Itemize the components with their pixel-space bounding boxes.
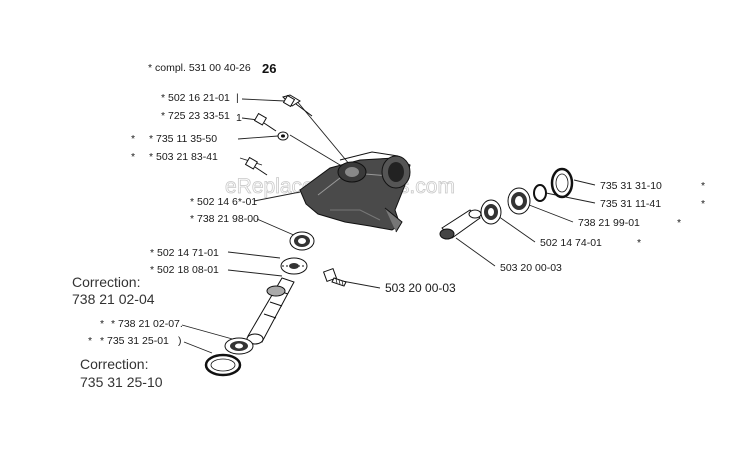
circlip-735-31-25-01 <box>204 353 242 377</box>
part-number: * 502 16 21-01 <box>161 92 230 104</box>
correction-1: Correction: 738 21 02-04 <box>72 274 155 307</box>
label-725-23-33-51: * 725 23 33-51 1 <box>161 110 242 124</box>
part-number: * 502 18 08-01 <box>150 264 219 276</box>
label-738-21-98-00: * 738 21 98-00 <box>190 213 259 225</box>
shaft-502-18-08-01 <box>246 277 295 345</box>
correction-heading: Correction: <box>72 274 140 290</box>
label-502-18-08-01: * 502 18 08-01 <box>150 264 219 276</box>
part-number: * 735 31 25-01 <box>100 335 169 347</box>
washer-735-11-35-50 <box>277 131 289 141</box>
part-number: * 503 21 83-41 <box>149 151 218 163</box>
part-suffix: * <box>701 198 705 210</box>
label-738-21-02-07: * * 738 21 02-07. <box>100 318 183 330</box>
part-suffix: * <box>677 217 681 229</box>
part-prefix: * <box>131 151 135 163</box>
part-prefix: * <box>100 318 104 330</box>
part-number: * 735 11 35-50 <box>149 133 217 145</box>
screw-503-20-00-03 <box>322 267 347 287</box>
correction-value: 735 31 25-10 <box>80 374 163 390</box>
bearing-738-21-99-01 <box>507 187 531 215</box>
label-503-21-83-41: * * 503 21 83-41 <box>131 151 218 163</box>
bearing-502-14-74-01 <box>480 199 502 225</box>
label-502-14-74-01: 502 14 74-01 * <box>540 237 641 249</box>
correction-heading: Correction: <box>80 356 148 372</box>
spindle-503-20-00-03 <box>439 209 482 240</box>
part-number: 735 31 31-10 <box>600 180 662 192</box>
screw-503-21-83-41 <box>244 156 268 176</box>
part-number: 503 20 00-03 <box>500 262 562 274</box>
screw-725-23-33-51 <box>253 112 277 132</box>
label-502-16-21-01: * 502 16 21-01 | <box>161 92 239 104</box>
label-502-14-6x-01: * 502 14 6*-01 <box>190 196 257 208</box>
part-number: * 738 21 98-00 <box>190 213 259 225</box>
label-503-20-00-03-upper: 503 20 00-03 <box>500 262 562 274</box>
part-number: 503 20 00-03 <box>385 281 456 295</box>
label-735-31-25-01: * * 735 31 25-01 ) <box>88 335 182 347</box>
label-503-20-00-03-screw: 503 20 00-03 <box>385 281 456 295</box>
part-number: 738 21 99-01 <box>578 217 640 229</box>
correction-2: Correction: 735 31 25-10 <box>80 356 163 390</box>
label-738-21-99-01: 738 21 99-01 * <box>578 217 681 229</box>
part-prefix: * <box>131 133 135 145</box>
part-number: 502 14 74-01 <box>540 237 602 249</box>
seal-735-31-11-41 <box>533 184 547 202</box>
correction-value: 738 21 02-04 <box>72 291 155 307</box>
part-prefix: * <box>88 335 92 347</box>
gear-502-14-71-01 <box>280 257 308 275</box>
bearing-738-21-98-00 <box>289 231 315 251</box>
part-number: 735 31 11-41 <box>600 198 661 210</box>
assembly-ref: 26 <box>262 61 276 76</box>
gear-housing <box>299 151 411 233</box>
part-suffix: * <box>701 180 705 192</box>
part-suffix: ) <box>178 335 182 347</box>
part-suffix: | <box>236 92 239 104</box>
label-502-14-71-01: * 502 14 71-01 <box>150 247 219 259</box>
circlip-735-31-31-10 <box>550 167 574 199</box>
part-number: * 738 21 02-07. <box>111 318 183 330</box>
part-suffix: 1 <box>236 112 242 124</box>
part-number: * 502 14 6*-01 <box>190 196 257 208</box>
part-suffix: * <box>637 237 641 249</box>
bearing-738-21-02-07 <box>224 337 254 355</box>
label-735-31-31-10: 735 31 31-10 * <box>600 180 705 192</box>
assembly-label: * compl. 531 00 40-26 <box>148 62 251 74</box>
label-735-31-11-41: 735 31 11-41 * <box>600 198 705 210</box>
screw-502-16-21-01 <box>282 94 313 117</box>
part-number: * 502 14 71-01 <box>150 247 219 259</box>
label-735-11-35-50: * * 735 11 35-50 <box>131 133 217 145</box>
part-number: * 725 23 33-51 <box>161 110 230 122</box>
